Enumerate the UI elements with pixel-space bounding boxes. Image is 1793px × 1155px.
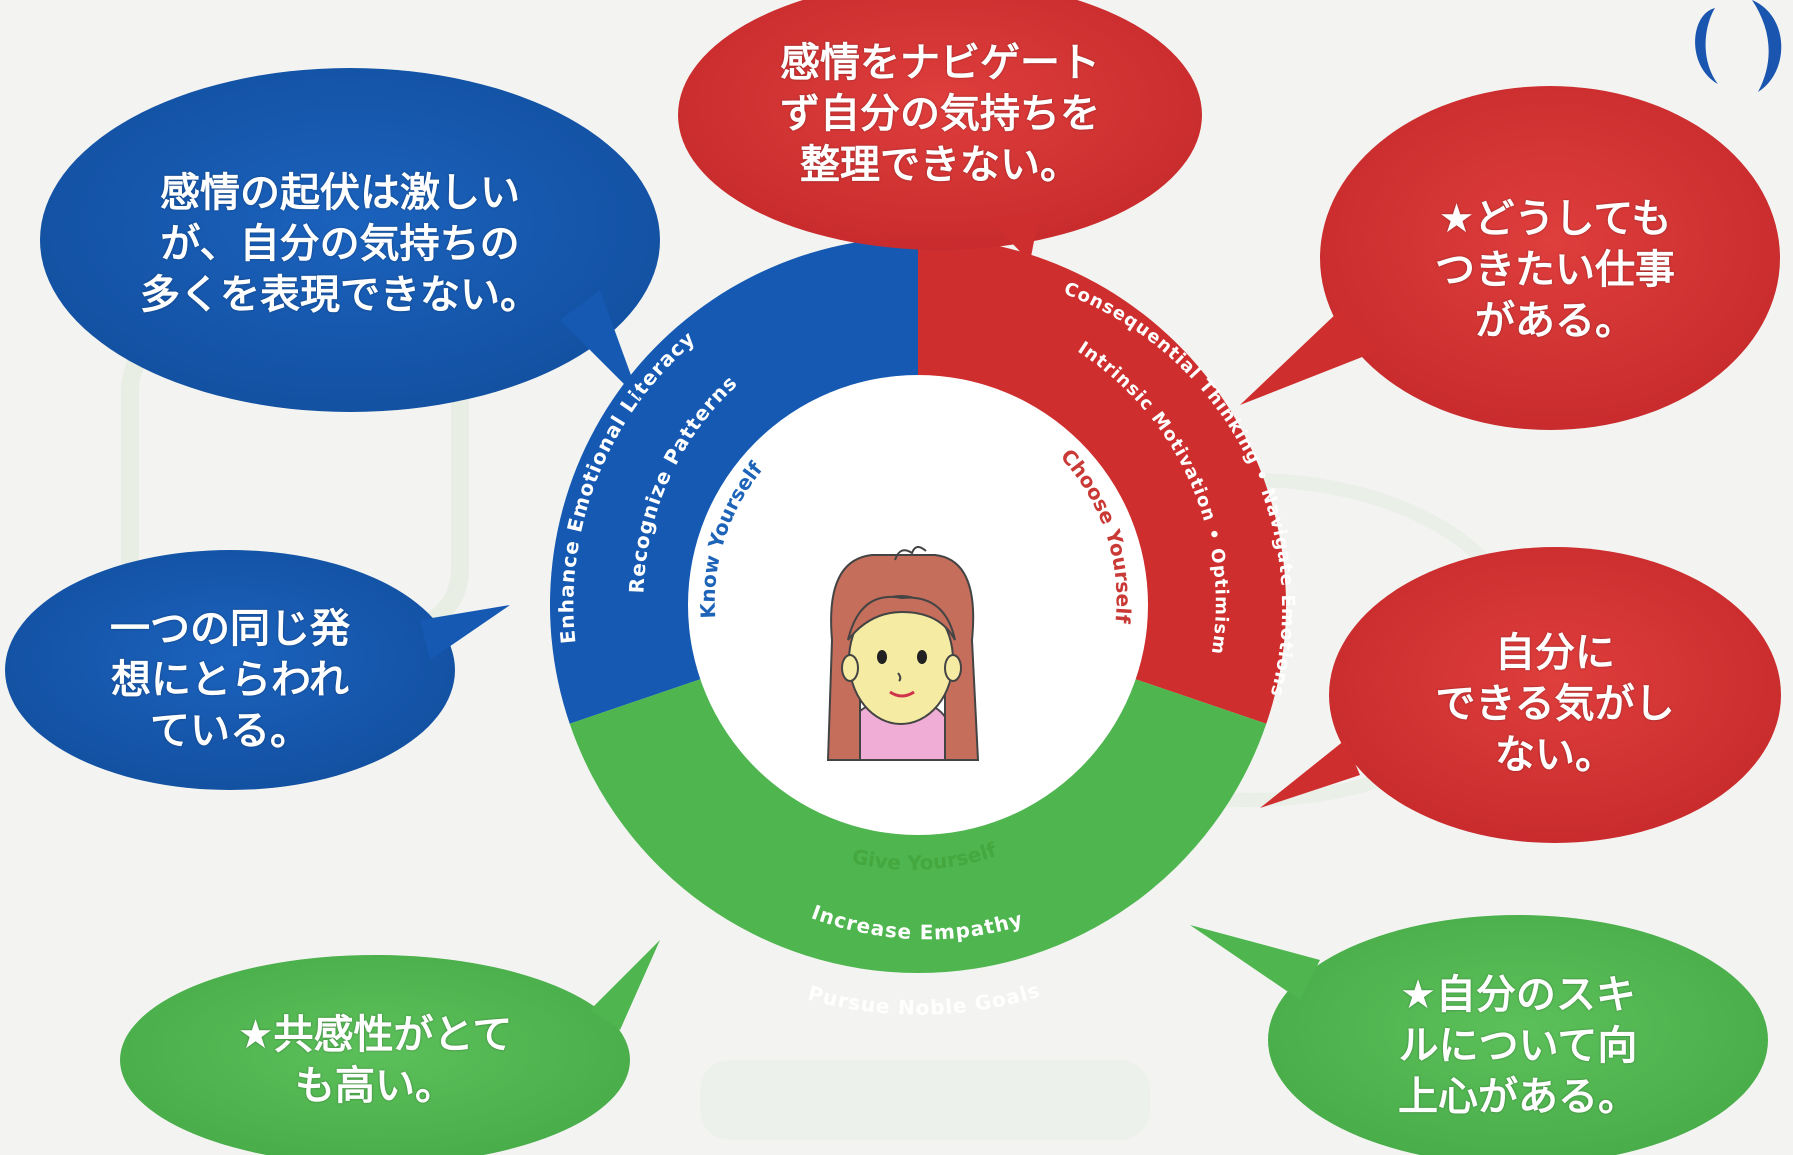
- bubble-line: ★自分のスキ: [1400, 972, 1636, 1018]
- label-pursue-noble-goals: Pursue Noble Goals: [806, 978, 1044, 1020]
- girl-illustration: [826, 546, 980, 761]
- bubble-left-middle: [5, 550, 510, 790]
- bubble-line: 上心がある。: [1398, 1074, 1638, 1121]
- logo-mark-icon: [1695, 0, 1782, 92]
- bubble-line: 整理できない。: [800, 142, 1080, 189]
- bubble-line: つきたい仕事: [1435, 247, 1675, 294]
- bubble-line: がある。: [1475, 298, 1635, 345]
- bubble-line: ルについて向: [1398, 1023, 1638, 1070]
- bubble-line: 一つの同じ発: [110, 606, 350, 652]
- bubble-top-left: [40, 68, 660, 412]
- bubble-text-bottom-right: ★自分のスキ ルについて向 上心がある。: [1338, 970, 1698, 1124]
- bubble-text-right-middle: 自分に できる気がし ない。: [1390, 628, 1720, 782]
- bubble-bottom-left: [120, 940, 660, 1155]
- bubble-line: 感情をナビゲート: [780, 40, 1100, 86]
- bubble-line: が、自分の気持ちの: [160, 221, 520, 268]
- bubble-line: 自分に: [1495, 630, 1615, 676]
- bubble-line: ている。: [150, 708, 310, 755]
- bubble-text-left-middle: 一つの同じ発 想にとらわれ ている。: [60, 604, 400, 758]
- bubble-line: 想にとらわれ: [111, 657, 349, 704]
- bubble-line: も高い。: [295, 1063, 455, 1110]
- bubble-right-top: [1240, 86, 1780, 430]
- bubble-bottom-right: [1190, 915, 1768, 1155]
- bubble-line: ず自分の気持ちを: [780, 91, 1100, 138]
- bubble-line: 感情の起伏は激しい: [160, 170, 520, 216]
- bubble-line: 多くを表現できない。: [140, 272, 540, 319]
- bubble-line: できる気がし: [1435, 681, 1675, 728]
- bubble-text-bottom-left: ★共感性がとて も高い。: [155, 1010, 595, 1112]
- bubble-line: ない。: [1495, 732, 1615, 779]
- bubble-line: ★共感性がとて: [237, 1012, 513, 1058]
- bubble-top-center: [678, 0, 1202, 262]
- bubble-line: ★どうしても: [1438, 196, 1672, 242]
- bubble-text-right-top: ★どうしても つきたい仕事 がある。: [1390, 194, 1720, 348]
- bubble-text-top-left: 感情の起伏は激しい が、自分の気持ちの 多くを表現できない。: [100, 168, 580, 322]
- bubble-right-middle: [1260, 547, 1781, 843]
- bubble-text-top-center: 感情をナビゲート ず自分の気持ちを 整理できない。: [740, 38, 1140, 192]
